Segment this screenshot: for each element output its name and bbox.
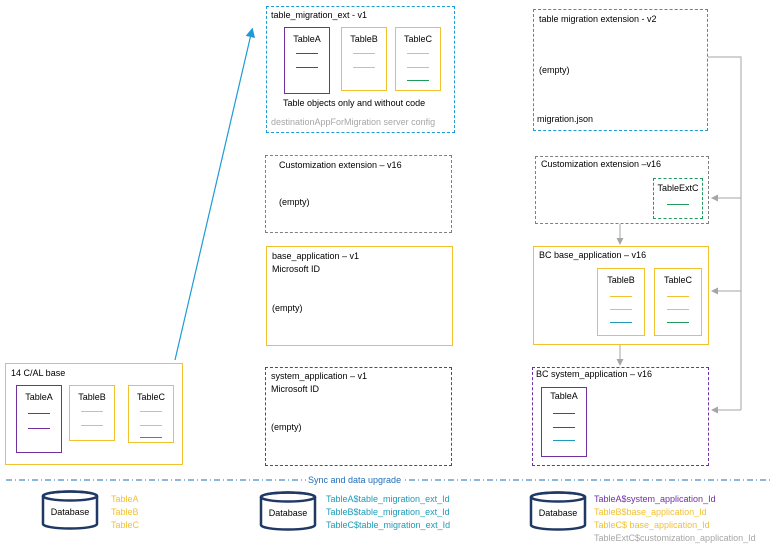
customization-ext-left-title: Customization extension – v16 <box>279 160 402 170</box>
customization-ext-left-empty: (empty) <box>279 197 310 207</box>
bc-table-a: TableA <box>541 387 587 457</box>
sys-app-v1-empty: (empty) <box>271 422 302 432</box>
bracket-line <box>708 56 742 410</box>
sys-app-v1-box: system_application – v1 Microsoft ID (em… <box>265 367 452 466</box>
migration-ext-note: Table objects only and without code <box>283 98 426 108</box>
bc-table-b: TableB <box>597 268 645 336</box>
migration-json-label: migration.json <box>537 114 594 124</box>
mig-table-b: TableB <box>341 27 387 91</box>
db2-legend: TableA$table_migration_ext_Id TableB$tab… <box>326 494 451 530</box>
customization-ext-right-title: Customization extension –v16 <box>541 159 662 169</box>
cal-table-a: TableA <box>16 385 62 453</box>
cal-table-c: TableC <box>128 385 174 443</box>
customization-ext-right-box: Customization extension –v16 TableExtC <box>535 156 709 224</box>
table-ext-c: TableExtC <box>653 178 703 219</box>
database-icon-3: Database <box>529 491 587 531</box>
base-app-v1-empty: (empty) <box>272 303 303 313</box>
sys-app-v1-title: system_application – v1 <box>271 371 368 381</box>
migration-ext-v2-box: table migration extension - v2 (empty) m… <box>533 9 708 131</box>
bc-table-c: TableC <box>654 268 702 336</box>
base-app-v1-publisher: Microsoft ID <box>272 264 321 274</box>
mig-table-c: TableC <box>395 27 441 91</box>
base-app-v1-title: base_application – v1 <box>272 251 360 261</box>
migration-ext-v2-title: table migration extension - v2 <box>539 14 657 24</box>
migration-ext-v1-box: table_migration_ext - v1 TableA TableB T… <box>266 6 455 133</box>
cal-base-box: 14 C/AL base TableA TableB TableC <box>5 363 183 465</box>
db3-legend: TableA$system_application_Id TableB$base… <box>594 494 756 543</box>
bc-sys-app-box: BC system_application – v16 TableA <box>532 367 709 466</box>
migration-ext-footer: destinationAppForMigration server config <box>271 117 436 127</box>
bc-base-app-box: BC base_application – v16 TableB TableC <box>533 246 709 345</box>
migration-ext-v2-empty: (empty) <box>539 65 570 75</box>
base-app-v1-box: base_application – v1 Microsoft ID (empt… <box>266 246 453 346</box>
migration-ext-v1-title: table_migration_ext - v1 <box>271 10 368 20</box>
sys-app-v1-publisher: Microsoft ID <box>271 384 320 394</box>
mig-table-a: TableA <box>284 27 330 94</box>
cal-table-b: TableB <box>69 385 115 441</box>
database-icon-2: Database <box>259 491 317 531</box>
bc-base-app-title: BC base_application – v16 <box>539 250 647 260</box>
cal-base-title: 14 C/AL base <box>11 368 66 378</box>
db1-legend: TableA TableB TableC <box>111 494 140 530</box>
bc-sys-app-title: BC system_application – v16 <box>536 369 653 379</box>
database-icon-1: Database <box>41 490 99 530</box>
sync-label: Sync and data upgrade <box>306 475 404 485</box>
customization-ext-left-box: Customization extension – v16 (empty) <box>265 155 452 233</box>
migration-arrow <box>174 27 256 361</box>
